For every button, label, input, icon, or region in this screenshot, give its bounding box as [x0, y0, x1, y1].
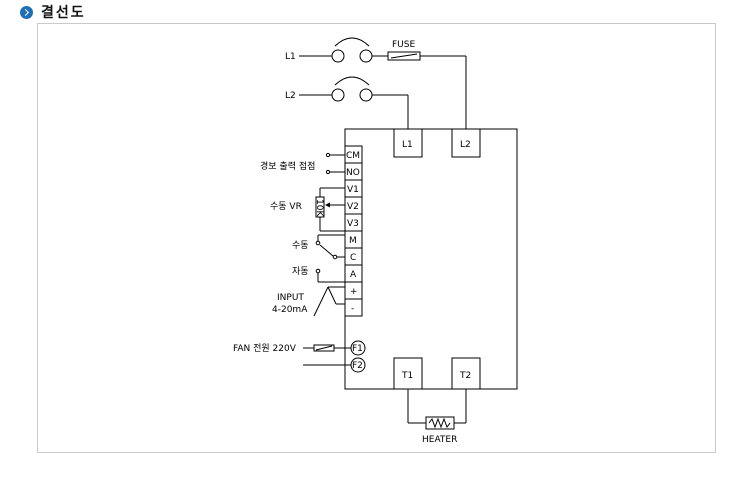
terminal-l1	[393, 128, 423, 158]
diagram-frame	[37, 23, 716, 453]
input-l1-label: L1	[285, 52, 296, 62]
terminal-t1-label: T1	[401, 371, 413, 381]
heater-zigzag	[428, 417, 451, 429]
terminal-m-label: M	[349, 236, 357, 246]
section-title: 결선도	[41, 5, 86, 21]
terminal-a-label: A	[350, 270, 357, 280]
breaker-contact	[331, 49, 345, 63]
terminal-minus-label: -	[351, 304, 354, 314]
input-l2-label: L2	[285, 91, 296, 101]
terminal-f1	[350, 340, 366, 356]
terminal-v1-label: V1	[347, 185, 359, 195]
terminal-l1-label: L1	[402, 140, 413, 150]
terminal-no-label: NO	[346, 168, 360, 178]
terminal-l2-label: L2	[460, 140, 471, 150]
terminal-f2-label: F2	[352, 361, 363, 371]
breaker-contact	[359, 49, 373, 63]
breaker-arc	[334, 76, 370, 86]
terminal-v3-label: V3	[347, 219, 359, 229]
input-label: INPUT	[277, 293, 304, 303]
terminal-f2	[350, 357, 366, 373]
breaker-arc	[334, 37, 370, 47]
input-range-label: 4-20mA	[272, 305, 308, 315]
breaker-contact	[359, 88, 373, 102]
auto-label: 자동	[292, 266, 309, 277]
breaker-contact	[331, 88, 345, 102]
terminal-t2-label: T2	[459, 371, 471, 381]
terminal-t2	[451, 357, 481, 390]
terminal-c-label: C	[350, 253, 356, 263]
terminal-cm-label: CM	[346, 151, 360, 161]
fan-power-label: FAN 전원 220V	[233, 343, 297, 354]
heater-label: HEATER	[422, 435, 457, 445]
terminal-minus	[344, 298, 363, 317]
manual-vr-label: 수동 VR	[270, 201, 302, 212]
vr-value-label: 10K	[314, 199, 324, 217]
terminal-v2-label: V2	[347, 202, 359, 212]
fuse-label: FUSE	[392, 40, 415, 50]
chevron-right-icon	[20, 5, 33, 19]
terminal-plus-label: +	[350, 287, 358, 297]
alarm-output-label: 경보 출력 접점	[260, 160, 315, 172]
terminal-t1	[393, 357, 423, 390]
manual-label: 수동	[292, 240, 309, 251]
section-header: 결선도	[20, 2, 86, 22]
terminal-f1-label: F1	[352, 344, 363, 354]
controller-body	[344, 128, 518, 390]
terminal-l2	[451, 128, 481, 158]
